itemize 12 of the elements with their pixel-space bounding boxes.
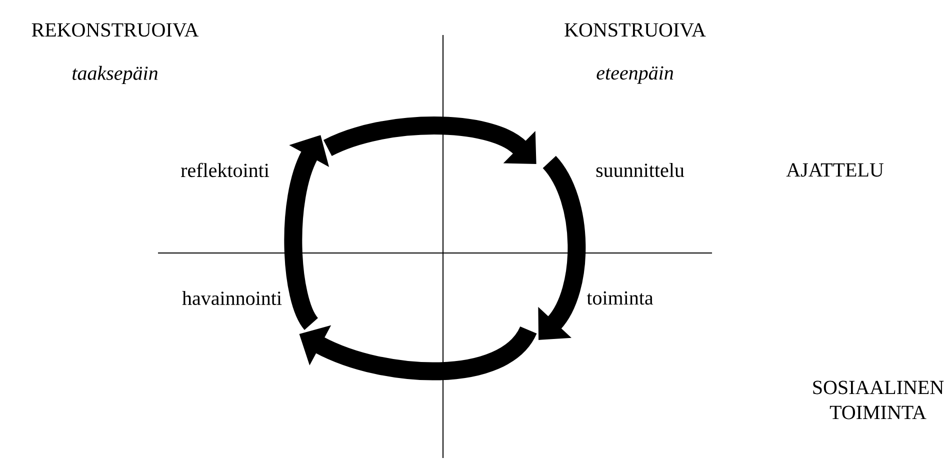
direction-label: taaksepäin bbox=[72, 66, 158, 84]
curved-arrow bbox=[538, 156, 586, 340]
stage-label: toiminta bbox=[586, 291, 654, 305]
row-heading: AJATTELU bbox=[786, 163, 884, 177]
column-heading: REKONSTRUOIVA bbox=[32, 23, 199, 37]
stage-label: suunnittelu bbox=[596, 162, 684, 178]
direction-label: eteenpäin bbox=[596, 66, 674, 84]
stage-label: reflektointi bbox=[180, 162, 270, 178]
curved-arrow bbox=[324, 116, 536, 164]
stage-label: havainnointi bbox=[182, 290, 282, 306]
row-heading: SOSIAALINEN TOIMINTA bbox=[813, 380, 944, 420]
column-heading: KONSTRUOIVA bbox=[564, 23, 706, 37]
